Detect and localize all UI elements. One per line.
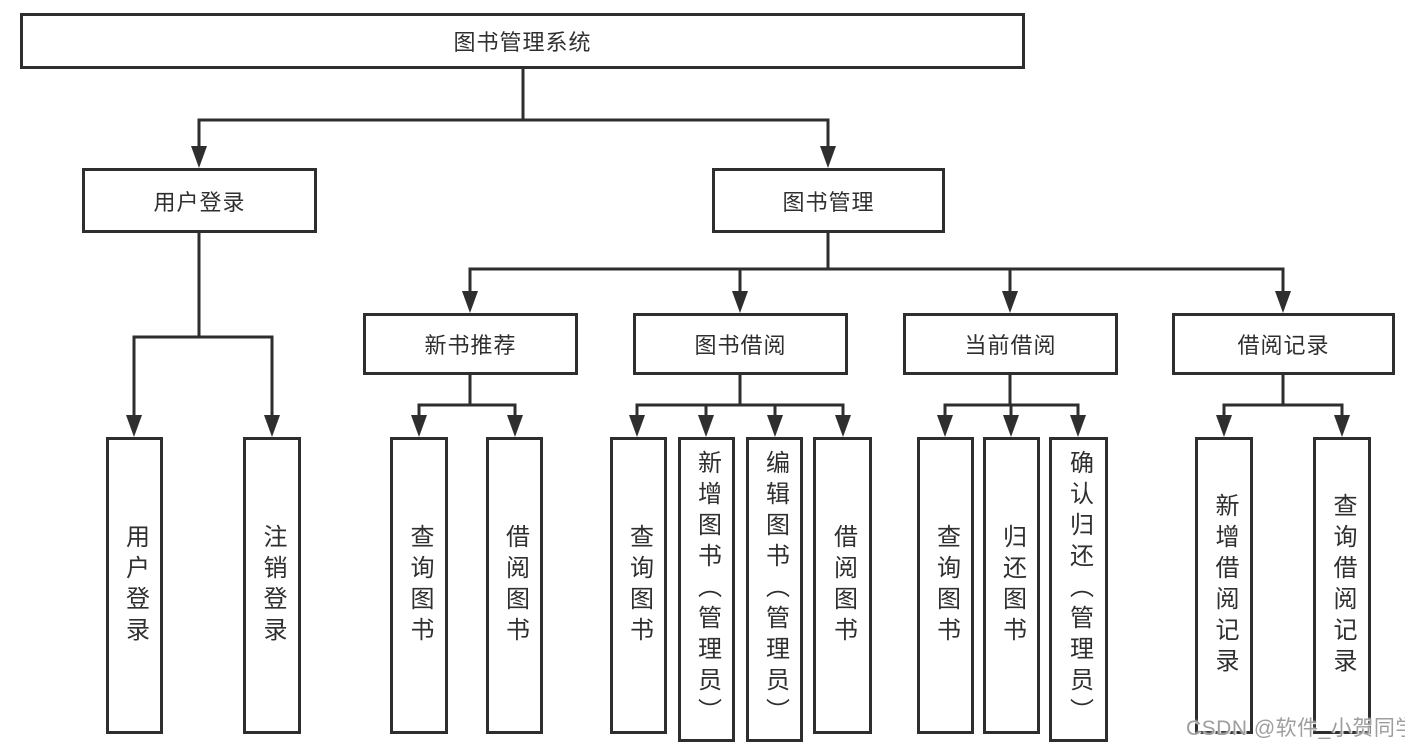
leaf-current-confirm-label: 确认归还（管理员） — [1065, 450, 1093, 729]
node-user-login-label: 用户登录 — [153, 189, 246, 215]
arrowhead — [820, 146, 836, 168]
leaf-bookborrow-borrow: 借阅图书 — [813, 437, 872, 734]
leaf-newbooks-query-label: 查询图书 — [406, 523, 433, 648]
arrowhead — [1003, 415, 1019, 437]
leaf-records-query-label: 查询借阅记录 — [1329, 492, 1356, 679]
node-current-borrow-label: 当前借阅 — [964, 333, 1057, 358]
node-book-borrow-label: 图书借阅 — [694, 333, 787, 358]
node-root-label: 图书管理系统 — [453, 30, 592, 55]
arrowhead — [835, 415, 851, 437]
node-root: 图书管理系统 — [20, 13, 1025, 69]
node-current-borrow: 当前借阅 — [903, 313, 1118, 375]
node-book-borrow: 图书借阅 — [633, 313, 848, 375]
arrowhead — [1002, 291, 1018, 313]
branch-borrow-records — [1216, 375, 1350, 437]
leaf-bookborrow-add-label: 新增图书（管理员） — [693, 450, 721, 729]
node-book-mgmt-label: 图书管理 — [782, 189, 875, 215]
branch-book-borrow — [629, 375, 851, 437]
leaf-user-login: 用户登录 — [106, 437, 163, 734]
arrowhead — [1334, 415, 1350, 437]
leaf-records-query: 查询借阅记录 — [1313, 437, 1371, 734]
branch-book-mgmt — [462, 233, 1291, 313]
node-new-books-label: 新书推荐 — [424, 333, 517, 358]
leaf-current-query: 查询图书 — [917, 437, 974, 734]
arrowhead — [126, 415, 142, 437]
leaf-bookborrow-edit-label: 编辑图书（管理员） — [761, 450, 789, 729]
branch-root — [191, 69, 836, 168]
arrowhead — [507, 415, 523, 437]
leaf-current-confirm: 确认归还（管理员） — [1049, 437, 1108, 742]
leaf-bookborrow-add: 新增图书（管理员） — [678, 437, 735, 742]
arrowhead — [937, 415, 953, 437]
leaf-newbooks-borrow: 借阅图书 — [486, 437, 543, 734]
arrowhead — [1275, 291, 1291, 313]
leaf-current-query-label: 查询图书 — [932, 523, 960, 648]
node-user-login: 用户登录 — [82, 168, 317, 233]
leaf-current-return-label: 归还图书 — [998, 523, 1026, 648]
node-borrow-records-label: 借阅记录 — [1237, 333, 1330, 358]
arrowhead — [462, 291, 478, 313]
arrowhead — [1216, 415, 1232, 437]
leaf-bookborrow-borrow-label: 借阅图书 — [829, 523, 857, 648]
leaf-bookborrow-edit: 编辑图书（管理员） — [746, 437, 803, 742]
arrowhead — [1070, 415, 1086, 437]
node-new-books: 新书推荐 — [363, 313, 578, 375]
branch-new-books — [411, 375, 523, 437]
leaf-logout-label: 注销登录 — [259, 523, 286, 648]
branch-current-borrow — [937, 375, 1086, 437]
arrowhead — [698, 415, 714, 437]
node-book-mgmt: 图书管理 — [712, 168, 945, 233]
node-borrow-records: 借阅记录 — [1172, 313, 1395, 375]
leaf-newbooks-query: 查询图书 — [390, 437, 448, 734]
leaf-logout: 注销登录 — [243, 437, 301, 734]
leaf-user-login-label: 用户登录 — [121, 523, 149, 648]
leaf-current-return: 归还图书 — [983, 437, 1040, 734]
leaf-bookborrow-query: 查询图书 — [610, 437, 667, 734]
leaf-bookborrow-query-label: 查询图书 — [625, 523, 653, 648]
arrowhead — [767, 415, 783, 437]
arrowhead — [629, 415, 645, 437]
branch-user-login — [126, 233, 280, 437]
arrowhead — [264, 415, 280, 437]
arrowhead — [732, 291, 748, 313]
leaf-records-add-label: 新增借阅记录 — [1211, 492, 1238, 679]
leaf-records-add: 新增借阅记录 — [1195, 437, 1253, 734]
leaf-newbooks-borrow-label: 借阅图书 — [501, 523, 529, 648]
arrowhead — [411, 415, 427, 437]
watermark-text: CSDN @软件_小贺同学 — [1186, 717, 1405, 740]
arrowhead — [191, 146, 207, 168]
